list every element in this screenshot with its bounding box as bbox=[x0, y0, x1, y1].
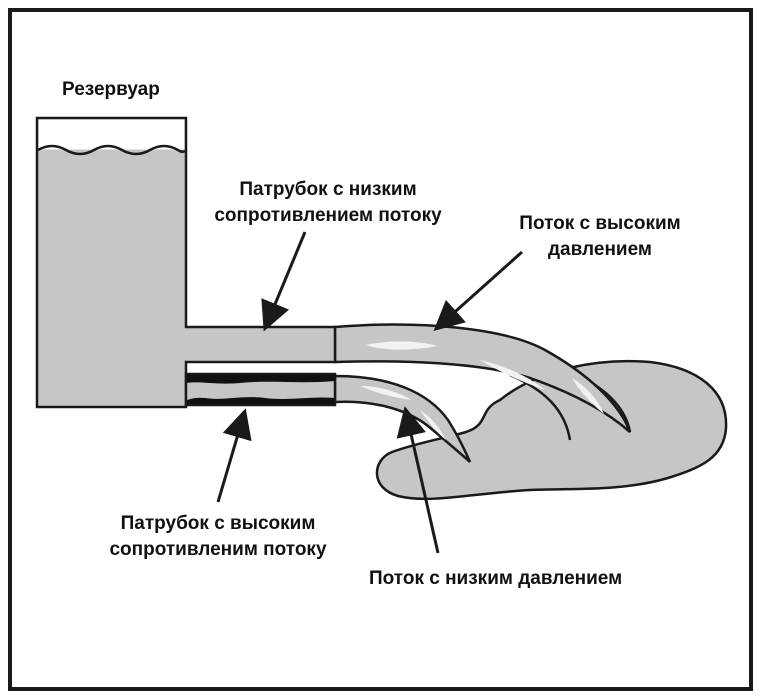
label-low-pressure-flow: Поток с низким давлением bbox=[369, 568, 623, 589]
arrow-low-resistance-nozzle bbox=[261, 231, 307, 332]
label-low-resistance-nozzle: Патрубок с низким сопротивлением потоку bbox=[178, 177, 478, 229]
water-surface-wave bbox=[37, 144, 186, 156]
label-reservoir: Резервуар bbox=[62, 79, 160, 100]
low-pressure-stream bbox=[333, 374, 472, 463]
high-pressure-stream bbox=[333, 323, 632, 433]
pipe-gap bbox=[188, 363, 334, 373]
pipe-deposit-bottom bbox=[187, 397, 335, 404]
label-low-resistance-line-2: сопротивлением потоку bbox=[214, 205, 442, 226]
stream-highlight-4 bbox=[360, 386, 412, 400]
stream-highlight-1 bbox=[365, 341, 438, 350]
stream-highlight-2 bbox=[480, 360, 545, 390]
arrow-high-pressure-flow bbox=[433, 250, 523, 331]
outer-frame bbox=[8, 8, 753, 691]
label-high-resistance-line-1: Патрубок с высоким bbox=[120, 513, 316, 534]
pipe-deposit-top bbox=[187, 375, 335, 384]
reservoir-air-gap bbox=[38, 119, 185, 150]
stream-highlight-3 bbox=[572, 378, 604, 414]
arrow-low-pressure-flow bbox=[396, 406, 440, 554]
water-puddle bbox=[375, 359, 728, 501]
label-high-resistance-line-2: сопротивленим потоку bbox=[109, 539, 327, 560]
label-low-resistance-line-1: Патрубок с низким bbox=[239, 179, 417, 200]
stream-highlight-5 bbox=[420, 410, 446, 440]
label-high-resistance-nozzle: Патрубок с высоким сопротивленим потоку bbox=[78, 511, 358, 563]
label-high-pressure-line-2: давлением bbox=[548, 239, 652, 260]
arrow-high-resistance-nozzle bbox=[216, 408, 252, 503]
label-high-pressure-flow: Поток с высоким давлением bbox=[480, 211, 720, 263]
label-high-pressure-line-1: Поток с высоким bbox=[519, 213, 681, 234]
